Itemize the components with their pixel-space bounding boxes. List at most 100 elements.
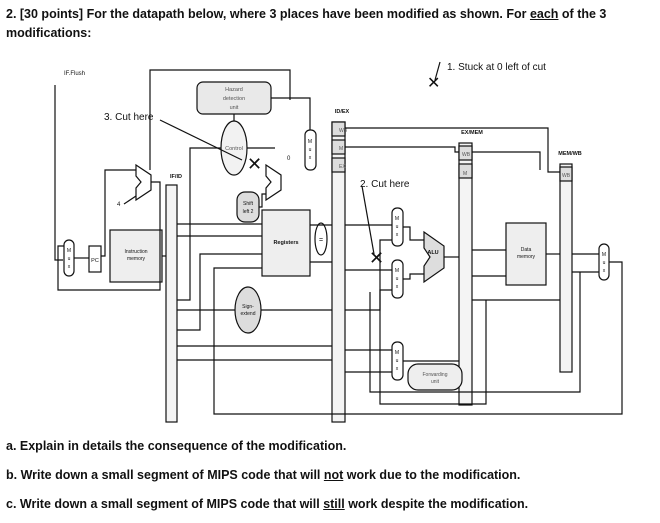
pc-adder — [135, 163, 152, 202]
imem-label-1: Instruction — [124, 249, 147, 255]
wb-mux-m: M — [602, 252, 606, 258]
shift-to-adder-wire — [259, 193, 266, 208]
dmem-label-1: Data — [521, 247, 532, 253]
register-file — [261, 209, 311, 277]
part-c-prefix: c. Write down a small segment of MIPS co… — [6, 497, 324, 511]
part-b-suffix: work due to the modification. — [343, 468, 521, 482]
ifid-to-regs-wire-3 — [177, 253, 262, 331]
equality-comparator — [314, 222, 328, 256]
writeback-wire — [213, 261, 623, 415]
dmem-label-2: memory — [517, 254, 536, 260]
muxb-to-alu-wire — [403, 273, 424, 280]
control-pipeline-wire-1 — [345, 127, 560, 173]
alu-mux-a-m: M — [395, 216, 399, 222]
registers-label: Registers — [273, 240, 298, 246]
equality-label: = — [319, 237, 323, 244]
pc-mux-m: M — [67, 248, 71, 254]
control-mux — [304, 129, 317, 171]
part-c-suffix: work despite the modification. — [344, 497, 529, 511]
forward-loop-2 — [369, 272, 581, 393]
control-mux-u: u — [309, 147, 312, 153]
part-a-text: a. Explain in details the consequence of… — [6, 439, 347, 453]
control-pipeline-wire-3 — [472, 151, 541, 170]
exmem-wb — [458, 145, 473, 161]
stuck-arrow — [434, 61, 441, 81]
control-mux-x: x — [309, 155, 312, 161]
outer-loop-wire — [54, 85, 63, 261]
forwarding-unit — [407, 363, 463, 391]
part-c-emphasis: still — [323, 497, 345, 511]
stuck-cross: ✕ — [427, 75, 440, 92]
four-constant: 4 — [117, 202, 121, 208]
hazard-label-1: Hazard — [225, 87, 243, 93]
regdst-mux-m: M — [395, 350, 399, 356]
wb-mux-x: x — [603, 268, 606, 274]
pc-mux-x: x — [68, 264, 71, 270]
adder-to-mux-wire — [57, 181, 161, 291]
question-emphasis: each — [529, 7, 559, 21]
exmem-label: EX/MEM — [461, 130, 483, 136]
part-b-prefix: b. Write down a small segment of MIPS co… — [6, 468, 324, 482]
zero-constant: 0 — [287, 156, 291, 162]
if-flush-wire — [149, 69, 291, 170]
sign-label-1: Sign- — [242, 304, 254, 310]
sign-label-2: extend — [240, 311, 255, 317]
part-b-emphasis: not — [323, 468, 344, 482]
question-prefix: 2. [30 points] For the datapath below, w… — [6, 7, 530, 21]
data-memory — [505, 222, 547, 286]
shift-label-2: left 2 — [243, 209, 254, 215]
cut2-cross: ✕ — [369, 248, 384, 268]
alu-mux-b-u: u — [396, 276, 399, 282]
pc-mux-u: u — [68, 256, 71, 262]
annotation-cut2: 2. Cut here — [360, 179, 410, 190]
idex-wb-label: WB — [339, 128, 348, 134]
annotation-cut3: 3. Cut here — [104, 112, 154, 123]
memwb-wb — [559, 166, 573, 182]
pc-to-adder-wire — [101, 169, 136, 257]
ifid-register — [165, 184, 178, 423]
shift-label-1: Shift — [243, 201, 254, 207]
hazard-to-idex-wire — [271, 97, 311, 150]
exmem-m-label: M — [463, 171, 467, 177]
instruction-memory — [109, 229, 163, 283]
idex-m-label: M — [339, 146, 343, 152]
sign-extend — [234, 286, 262, 334]
alu-mux-a-x: x — [396, 232, 399, 238]
pc-register — [88, 245, 102, 273]
idex-ex — [331, 157, 346, 173]
control-pipeline-wire-2 — [345, 146, 459, 153]
idex-imm-wire — [345, 289, 392, 311]
part-c-text: c. Write down a small segment of MIPS co… — [6, 497, 528, 511]
question-suffix: of the 3 modifications: — [6, 7, 607, 40]
hazard-label-2: detection — [223, 96, 245, 102]
wb-mux-u: u — [603, 260, 606, 266]
alu — [423, 230, 445, 284]
question-text: 2. [30 points] For the datapath below, w… — [6, 5, 654, 43]
idex-wb — [331, 121, 346, 137]
four-to-adder-wire — [123, 195, 137, 205]
alu-mux-b-m: M — [395, 268, 399, 274]
alu-mux-a-u: u — [396, 224, 399, 230]
alu-mux-b-x: x — [396, 284, 399, 290]
muxa-to-alu-wire — [403, 226, 424, 241]
part-b-text: b. Write down a small segment of MIPS co… — [6, 468, 520, 482]
cut3-cross: ✕ — [247, 154, 262, 174]
regdst-mux-u: u — [396, 358, 399, 364]
exmem-register — [458, 142, 473, 406]
ifid-label: IF/ID — [170, 174, 182, 180]
forward-loop-1 — [379, 239, 487, 405]
memwb-label: MEM/WB — [558, 151, 582, 157]
imem-label-2: memory — [127, 256, 146, 262]
control-label: Control — [225, 146, 243, 152]
memwb-wb-label: WB — [562, 173, 571, 179]
memwb-register — [559, 163, 573, 373]
idex-ex-label: EX — [339, 164, 346, 170]
alu-label: ALU — [427, 250, 438, 256]
cut3-arrow — [159, 119, 243, 161]
exmem-wb-label: WB — [462, 152, 471, 158]
fwd-label-2: unit — [431, 379, 440, 385]
cut2-arrow — [361, 185, 375, 255]
regdst-mux-x: x — [396, 366, 399, 372]
branch-adder — [265, 163, 282, 202]
